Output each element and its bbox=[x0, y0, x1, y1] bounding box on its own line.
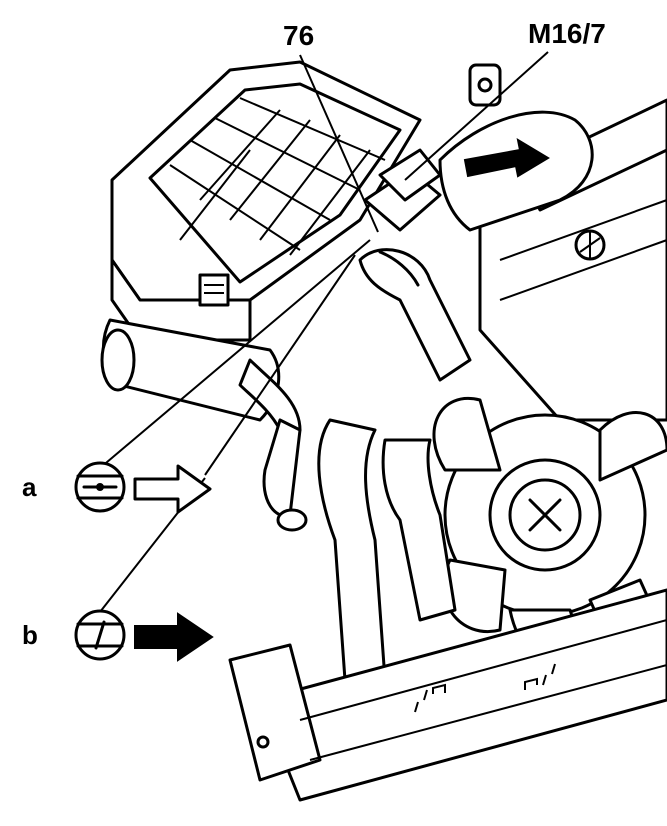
callout-label-76: 76 bbox=[283, 20, 315, 51]
solid-arrow-icon bbox=[134, 612, 214, 662]
legend-label-a: a bbox=[22, 472, 37, 502]
dot-icon bbox=[96, 483, 104, 491]
legend-label-b: b bbox=[22, 620, 38, 650]
hollow-arrow-icon bbox=[133, 464, 212, 514]
coolant-hoses bbox=[262, 418, 457, 682]
intake-hose bbox=[100, 318, 302, 432]
legend-b-symbol bbox=[74, 609, 126, 661]
throttle-pipe bbox=[438, 63, 594, 232]
radiator bbox=[228, 588, 667, 802]
callout-label-m16-7: M16/7 bbox=[528, 18, 606, 49]
legend-a-symbol bbox=[74, 461, 126, 513]
air-filter-housing bbox=[110, 60, 422, 342]
diagonal-line-icon bbox=[94, 620, 106, 650]
